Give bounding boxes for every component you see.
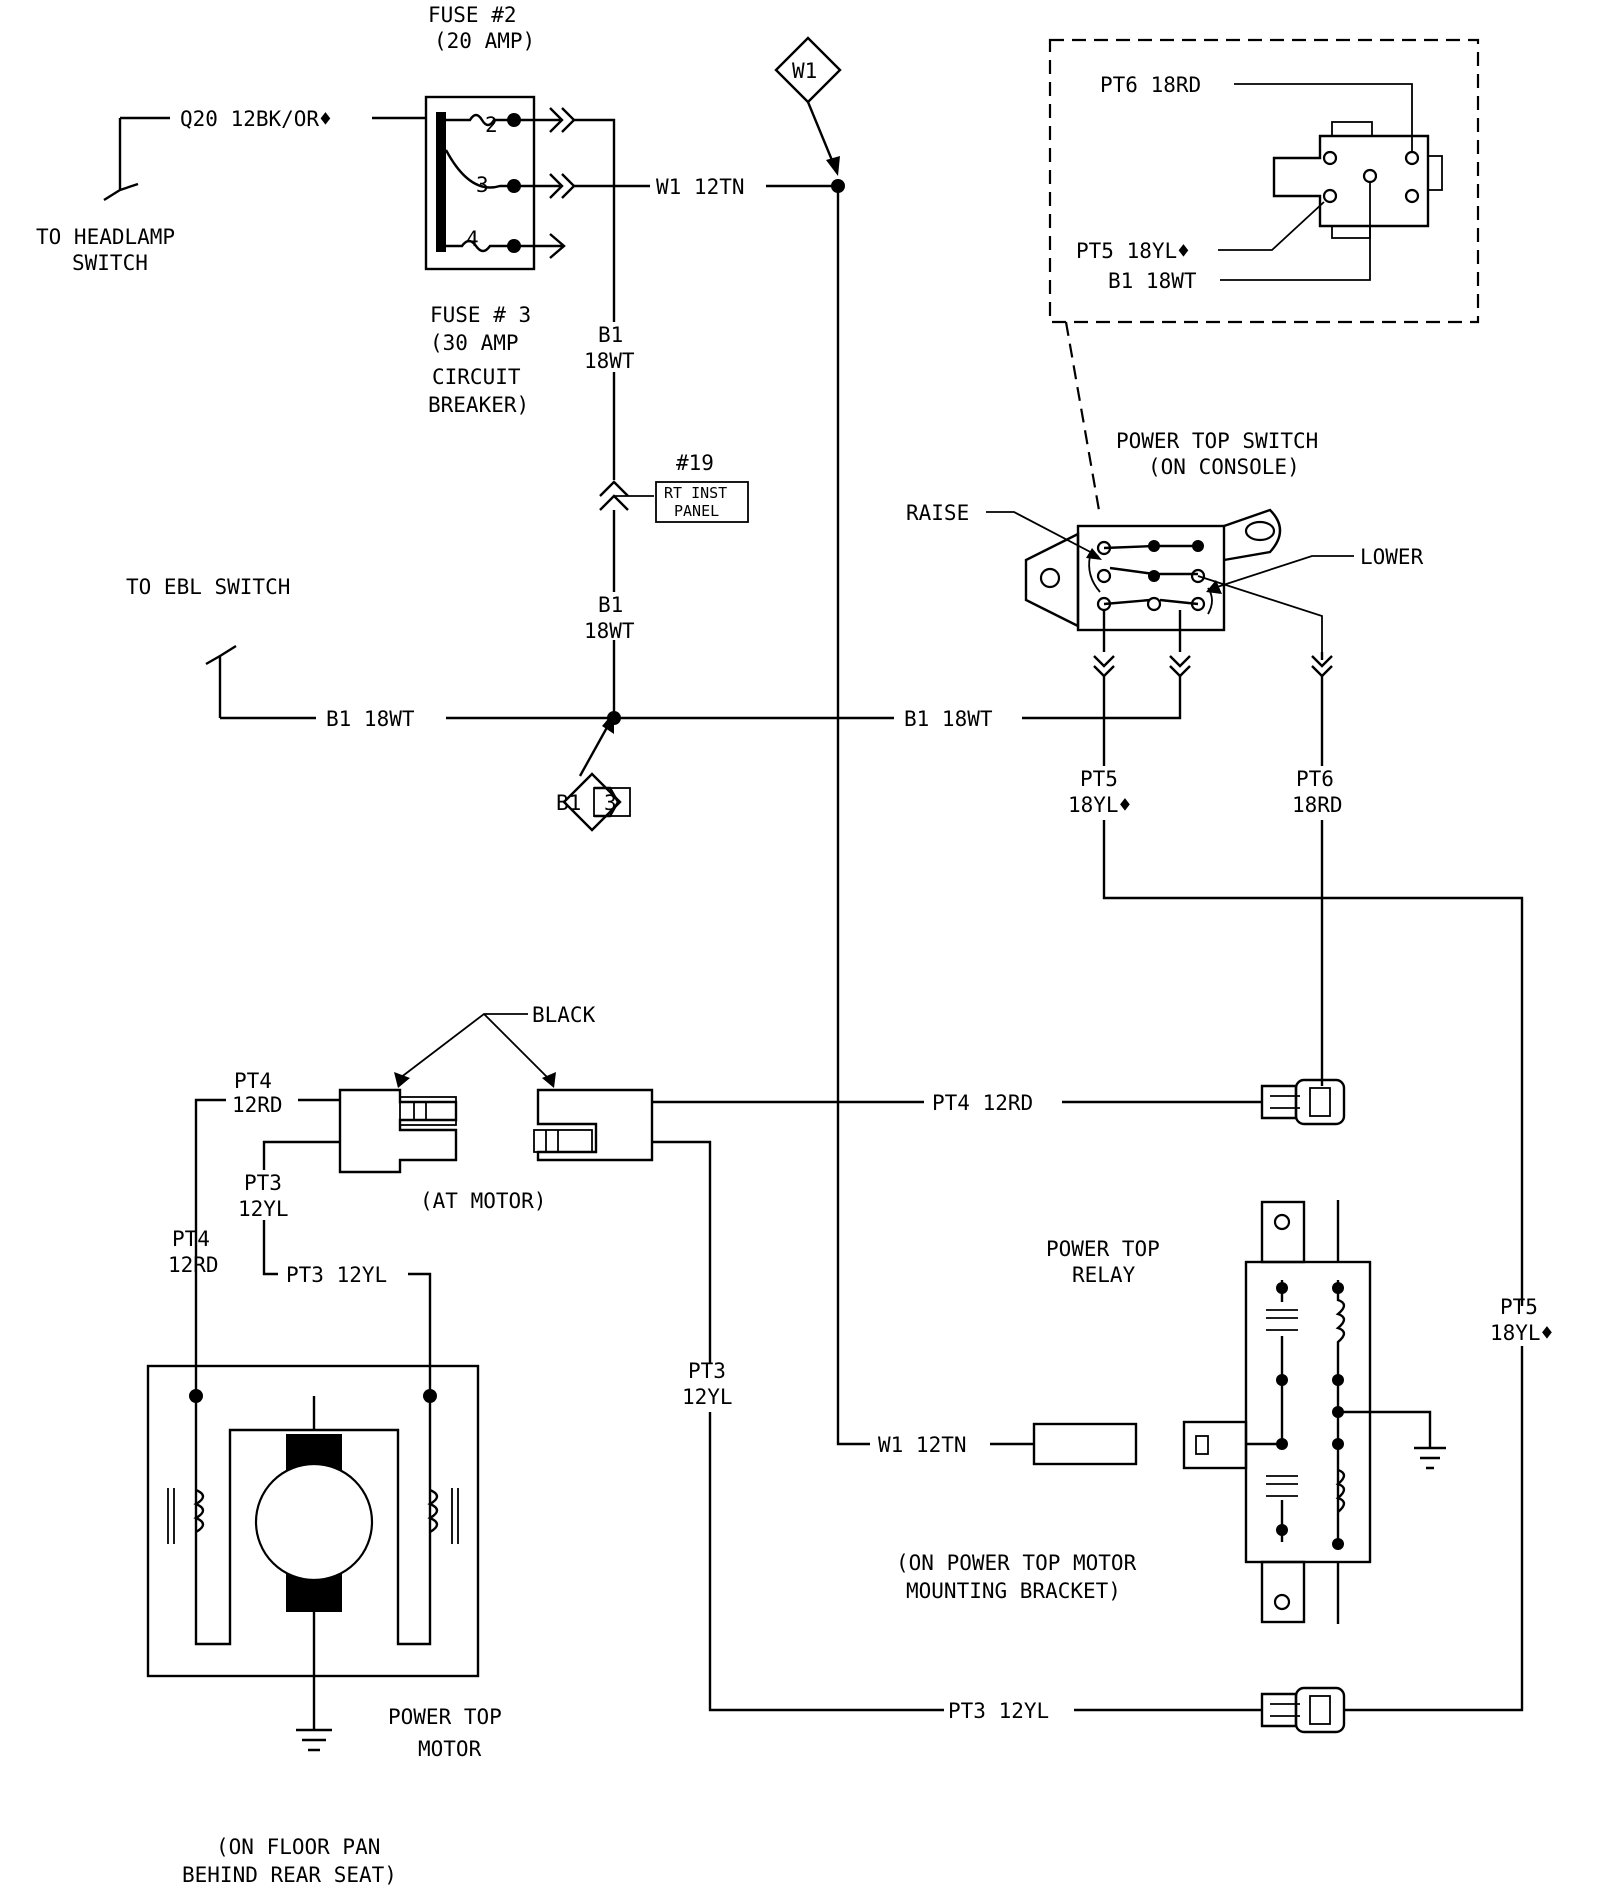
lower-label: LOWER xyxy=(1360,545,1424,569)
fuse-pin-3: 3 xyxy=(476,173,489,197)
switch-out-pt5-line1: PT5 xyxy=(1080,767,1118,791)
pt4-right-label: PT4 12RD xyxy=(932,1091,1033,1115)
w1-wire-top-label: W1 12TN xyxy=(656,175,745,199)
fuse-pin-4: 4 xyxy=(466,227,479,251)
relay-title1: POWER TOP xyxy=(1046,1237,1160,1261)
motor-connector-left xyxy=(338,1088,458,1174)
switch-detail-pt5-wire xyxy=(1218,201,1325,251)
power-top-switch-body xyxy=(1024,508,1282,632)
pt3-line2: 12YL xyxy=(238,1197,289,1221)
w1-vertical-wire xyxy=(836,186,870,1446)
b1-vertical-bottom-label1: B1 xyxy=(598,593,623,617)
power-top-switch-title2: (ON CONSOLE) xyxy=(1148,455,1300,479)
raise-arrow xyxy=(1086,548,1102,560)
b1-reference-sheet: 3 xyxy=(604,791,617,815)
switch-out-pt5-line2: 18YL♦ xyxy=(1068,793,1131,817)
motor-location-line1: (ON FLOOR PAN xyxy=(216,1835,380,1859)
pt4-top-line2: 12RD xyxy=(232,1093,283,1117)
pt3-motor-wire xyxy=(262,1140,432,1396)
pt4-left-line2: 12RD xyxy=(168,1253,219,1277)
switch-out-pt6-line1: PT6 xyxy=(1296,767,1334,791)
b1-vertical-bottom-label2: 18WT xyxy=(584,619,635,643)
fuse3-rating: (30 AMP xyxy=(430,331,519,355)
black-leader xyxy=(399,1013,551,1081)
switch-to-pt6-link xyxy=(1197,575,1323,660)
motor-location-line2: BEHIND REAR SEAT) xyxy=(182,1863,397,1887)
switch-output-chevrons xyxy=(1093,610,1333,678)
fuse2-rating: (20 AMP) xyxy=(434,29,535,53)
motor-title2: MOTOR xyxy=(418,1737,482,1761)
connector-19 xyxy=(599,480,749,523)
pt3-horizontal-label: PT3 12YL xyxy=(286,1263,387,1287)
pt3-line1: PT3 xyxy=(244,1171,282,1195)
switch-detail-leader xyxy=(1064,321,1102,517)
pt5-right-wire xyxy=(1344,1346,1524,1712)
power-top-motor xyxy=(146,1364,480,1752)
headlamp-wire-label: Q20 12BK/OR♦ xyxy=(180,107,332,131)
relay-location-line1: (ON POWER TOP MOTOR xyxy=(896,1551,1137,1575)
power-top-relay xyxy=(1032,1200,1446,1624)
fuse3-title: FUSE # 3 xyxy=(430,303,531,327)
fuse3-type-line2: BREAKER) xyxy=(428,393,529,417)
headlamp-circuit xyxy=(103,116,426,202)
connector-19-line1: RT INST xyxy=(664,484,727,502)
headlamp-label-line1: TO HEADLAMP xyxy=(36,225,175,249)
b1-vertical-top-label1: B1 xyxy=(598,323,623,347)
black-arrow-left xyxy=(394,1072,410,1088)
ebl-label: TO EBL SWITCH xyxy=(126,575,290,599)
raise-label: RAISE xyxy=(906,501,969,525)
b1-vertical-top-wire xyxy=(574,118,616,480)
connector-19-line2: PANEL xyxy=(674,502,719,520)
b1-horizontal-left-label: B1 18WT xyxy=(326,707,415,731)
relay-location-line2: MOUNTING BRACKET) xyxy=(906,1579,1121,1603)
lower-arrow xyxy=(1206,580,1222,594)
power-top-switch-title1: POWER TOP SWITCH xyxy=(1116,429,1318,453)
connector-19-number: #19 xyxy=(676,451,714,475)
b1-reference-id: B1 xyxy=(556,791,581,815)
fuse3-type-line1: CIRCUIT xyxy=(432,365,521,389)
black-arrow-right xyxy=(542,1072,556,1088)
fuse-block: 2 3 4 xyxy=(424,95,576,271)
switch-detail-b1-label: B1 18WT xyxy=(1108,269,1197,293)
pt4-top-line1: PT4 xyxy=(234,1069,272,1093)
ebl-switch-stub xyxy=(205,644,237,718)
switch-detail-pt6-wire xyxy=(1234,83,1413,152)
at-motor-label: (AT MOTOR) xyxy=(420,1189,546,1213)
pt3-vertical-line2: 12YL xyxy=(682,1385,733,1409)
lower-leader xyxy=(1213,555,1354,589)
pt5-right-line1: PT5 xyxy=(1500,1295,1538,1319)
motor-title1: POWER TOP xyxy=(388,1705,502,1729)
pt3-bottom-label: PT3 12YL xyxy=(948,1699,1049,1723)
pt3-inline-terminal xyxy=(1260,1686,1346,1734)
pt3-vertical-line1: PT3 xyxy=(688,1359,726,1383)
w1-reference xyxy=(774,36,842,176)
fuse-pin-2: 2 xyxy=(485,113,498,137)
switch-out-pt6-line2: 18RD xyxy=(1292,793,1343,817)
raise-leader xyxy=(986,511,1099,557)
black-label: BLACK xyxy=(532,1003,596,1027)
pt4-left-line1: PT4 xyxy=(172,1227,210,1251)
relay-title2: RELAY xyxy=(1072,1263,1136,1287)
pt4-inline-terminal xyxy=(1260,1078,1346,1126)
b1-reference xyxy=(562,712,631,832)
b1-horizontal-right-label: B1 18WT xyxy=(904,707,993,731)
switch-detail-b1-wire xyxy=(1220,182,1371,281)
b1-horizontal-right-wire xyxy=(614,674,1182,720)
w1-reference-label: W1 xyxy=(792,59,817,83)
switch-detail-box xyxy=(1048,38,1480,324)
switch-detail-pt5-label: PT5 18YL♦ xyxy=(1076,239,1190,263)
b1-vertical-top-label2: 18WT xyxy=(584,349,635,373)
pt5-right-line2: 18YL♦ xyxy=(1490,1321,1553,1345)
switch-detail-connector xyxy=(1272,121,1443,239)
w1-wire-bottom-label: W1 12TN xyxy=(878,1433,967,1457)
fuse2-title: FUSE #2 xyxy=(428,3,517,27)
motor-connector-right xyxy=(533,1088,654,1162)
pt5-wire-from-switch xyxy=(1102,676,1524,1306)
headlamp-label-line2: SWITCH xyxy=(72,251,148,275)
switch-detail-pt6-label: PT6 18RD xyxy=(1100,73,1201,97)
pt4-top-wire xyxy=(194,1098,340,1396)
pt3-right-wire xyxy=(652,1140,1262,1712)
